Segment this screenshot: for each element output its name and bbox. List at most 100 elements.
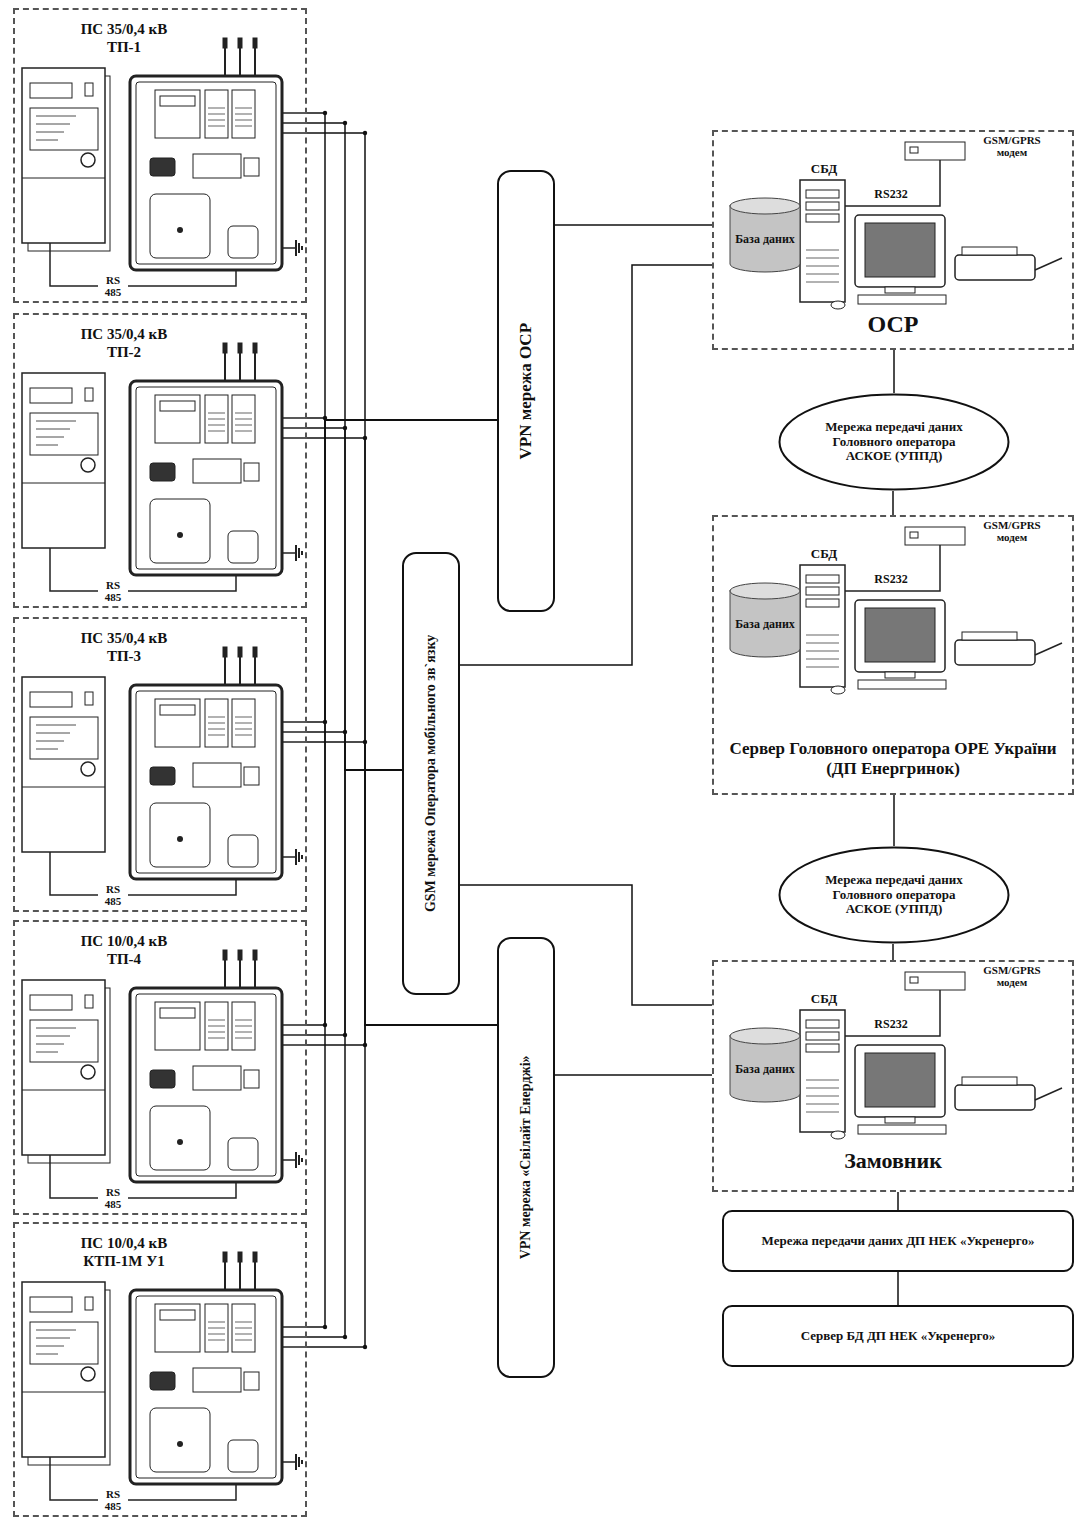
connector [307,428,402,770]
meter-button [85,388,93,401]
junction-dot [343,121,347,125]
monitor-screen [865,608,935,662]
junction-dot [343,1335,347,1339]
cabinet-inner [136,387,276,569]
substation-equipment [22,647,307,895]
printer-tray [1035,643,1062,655]
substation-box: ПС 35/0,4 кВ ТП-3 [13,617,307,912]
module-line [208,1020,225,1021]
meter-disk [81,762,95,776]
node-label: Мережа передачі даних Головного оператор… [808,420,980,465]
module-line [208,1322,225,1323]
panel-line [36,1338,70,1339]
electricity-meter [22,68,105,243]
modem-led [910,147,918,153]
drive-bay [806,1044,839,1052]
database-cylinder: База даних [729,1027,801,1103]
module-line [235,729,252,730]
module-line [235,1328,252,1329]
module-line [208,717,225,718]
ground-wire [282,856,296,858]
rs485-wire [50,243,236,286]
cabinet-inner [136,82,276,264]
meter-button [85,83,93,96]
module [205,1002,228,1050]
ground-bar [298,243,300,253]
equipment-label: GSM/GPRS модем [970,134,1054,158]
printer-tray [1035,1088,1062,1100]
rs485-wire [50,1155,236,1198]
connector [307,133,497,1025]
module-line [235,126,252,127]
junction-dot [363,1345,367,1349]
module-line [235,1026,252,1027]
ellipse-shape [780,395,1009,490]
meter-panel [30,1322,98,1364]
cylinder-top [730,583,800,599]
connector [892,491,894,515]
junction-box [228,1440,258,1472]
module-line [235,723,252,724]
junction-box [228,531,258,563]
site-heading: ОСР [722,310,1064,339]
module-line [235,1334,252,1335]
connector [307,732,402,770]
panel-line [36,1036,70,1037]
server-tower [800,1010,845,1132]
substation-box: ПС 10/0,4 кВ ТП-4 [13,920,307,1215]
junction-dot [323,416,327,420]
site-heading: Сервер Головного оператора ОРЕ України (… [722,739,1064,780]
bus-label: RS 485 [98,579,128,603]
module-line [208,1328,225,1329]
module-line [235,431,252,432]
meter-display [30,692,72,707]
module [232,90,255,138]
meter-panel [30,108,98,150]
ground-bar [298,1155,300,1165]
server-tower [800,180,845,302]
module-line [208,729,225,730]
antenna-tip [238,1252,242,1262]
printer-paper [962,632,1017,640]
vent-line [806,643,839,644]
vent-line [806,659,839,660]
din-device [193,154,241,178]
module [205,395,228,443]
cabinet-wire [282,112,307,114]
network-box: Мережа передачи даних ДП НЕК «Укренерго» [722,1210,1074,1272]
module-line [208,431,225,432]
site-heading: ПС 35/0,4 кВ ТП-2 [65,325,183,361]
drive-bay [806,599,839,607]
vent-line [806,1112,839,1113]
module-line [235,114,252,115]
cabinet-wire [282,741,307,743]
ground-wire [282,1461,296,1463]
server-equipment [800,142,1062,309]
ground-bar [301,855,303,859]
cylinder-top [730,1028,800,1044]
ground-bar [298,1457,300,1467]
meter-disk [81,153,95,167]
meter-display [30,995,72,1010]
module [205,1304,228,1352]
modem-led [910,977,918,983]
connector [307,1025,497,1045]
printer-tray [1035,258,1062,270]
panel-line [36,437,64,438]
cabinet-inner [136,691,276,873]
din-device [244,463,259,481]
vent-line [806,274,839,275]
controller [155,395,200,443]
antenna-tip [253,950,257,960]
module-line [235,108,252,109]
junction-dot [363,740,367,744]
module-line [208,419,225,420]
ground-bar [295,545,297,561]
module-line [235,717,252,718]
node-label: База даних [735,233,795,246]
cabinet-wire [282,1024,307,1026]
site-heading: Замовник [722,1148,1064,1174]
panel-line [36,1354,58,1355]
vent-line [806,667,839,668]
controller [155,90,200,138]
